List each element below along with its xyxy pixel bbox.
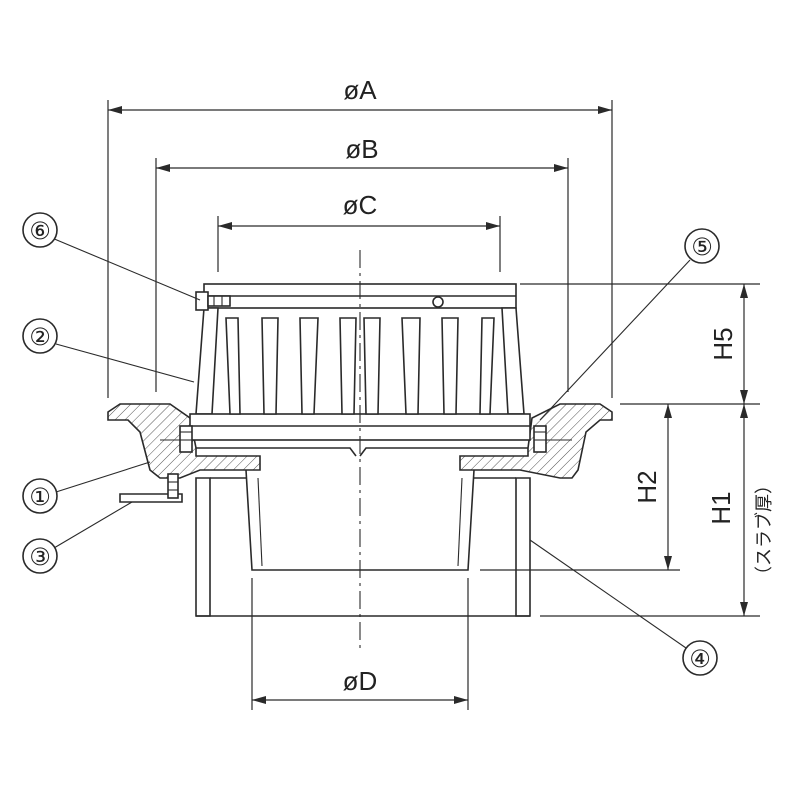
dia-d-label: øD — [343, 666, 378, 696]
dimension-dia-d: øD — [251, 578, 469, 710]
rim-hole-icon — [432, 296, 444, 308]
slab-thickness-note: （スラブ厚） — [753, 476, 774, 584]
dia-c-label: øC — [343, 190, 378, 220]
callout-6: ⑥ — [22, 212, 201, 301]
h1-label: H1 — [706, 491, 736, 524]
callout-4-label: ④ — [689, 646, 711, 673]
strainer-bars — [225, 317, 495, 415]
callout-2: ② — [22, 318, 195, 383]
fixing-bolt-top — [195, 291, 231, 311]
h2-label: H2 — [632, 470, 662, 503]
dia-a-label: øA — [343, 75, 377, 105]
dimension-h1: H1 （スラブ厚） — [540, 404, 774, 617]
h5-label: H5 — [708, 327, 738, 360]
callout-5: ⑤ — [539, 228, 720, 421]
callout-5-label: ⑤ — [691, 234, 713, 261]
clamp-bolts — [179, 425, 547, 453]
callout-3: ③ — [22, 501, 133, 574]
callout-3-label: ③ — [29, 544, 51, 571]
callout-1: ① — [22, 461, 151, 514]
callout-4: ④ — [529, 539, 718, 676]
callout-2-label: ② — [29, 324, 51, 351]
dia-b-label: øB — [345, 134, 378, 164]
anchor-bracket — [119, 473, 183, 503]
dimension-dia-c: øC — [217, 190, 501, 272]
dimension-h5: H5 — [520, 283, 760, 405]
callout-6-label: ⑥ — [29, 218, 51, 245]
dimension-dia-b: øB — [155, 134, 569, 392]
dimension-dia-a: øA — [107, 75, 613, 398]
outlet-pipe — [195, 469, 531, 617]
dimension-h2: H2 — [480, 404, 680, 571]
callout-1-label: ① — [29, 484, 51, 511]
